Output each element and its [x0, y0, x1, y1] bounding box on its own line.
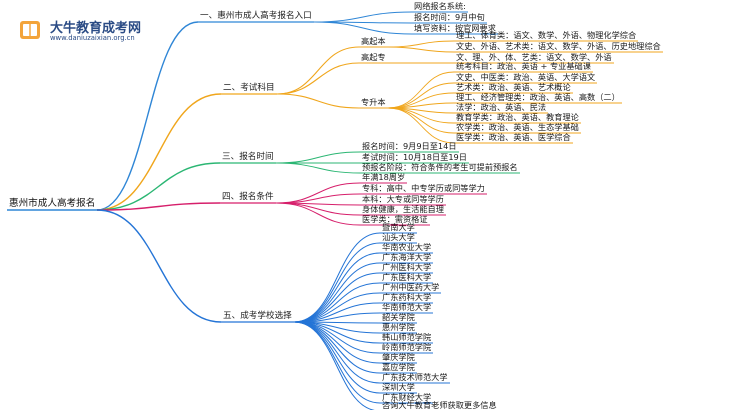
- subject-item: 医学类：政治、英语、医学综合: [456, 132, 571, 142]
- connector: [293, 321, 381, 384]
- connector: [313, 21, 413, 35]
- school-item: 肇庆学院: [382, 352, 415, 362]
- connector: [293, 242, 381, 323]
- connector: [275, 182, 361, 204]
- school-item: 广东财经大学: [382, 392, 432, 402]
- connector: [276, 46, 360, 95]
- brand-name: 大牛教育成考网: [50, 21, 142, 36]
- connector: [293, 321, 377, 410]
- connector: [293, 321, 381, 374]
- school-item: 暨南大学: [382, 222, 415, 232]
- school-item: 广州中医药大学: [382, 282, 440, 292]
- subject-item: 理工、经济管理类：政治、英语、高数（二）: [456, 92, 620, 102]
- group-label: 专升本: [361, 97, 386, 107]
- school-item: 韩山师范学院: [382, 332, 432, 342]
- branch-schedule: 三、报名时间: [222, 152, 274, 162]
- subject-item: 教育学类：政治、英语、教育理论: [456, 112, 579, 122]
- connector: [387, 107, 455, 134]
- subject-item: 统考科目：政治、英语 + 专业基础课: [456, 61, 591, 71]
- connector: [293, 272, 381, 323]
- school-item: 深圳大学: [382, 382, 415, 392]
- eligibility-item: 年满18周岁: [362, 172, 406, 182]
- school-item: 广东药科大学: [382, 292, 432, 302]
- connector: [387, 107, 455, 144]
- root-node: 惠州市成人高考报名: [9, 198, 96, 209]
- subject-item: 文史、外语、艺术类：语文、数学、外语、历史地理综合: [456, 41, 661, 51]
- eligibility-item: 医学类：需资格证: [362, 214, 428, 224]
- schedule-item: 预报名阶段：符合条件的考生可提前预报名: [362, 162, 518, 172]
- school-item: 惠州学院: [382, 322, 415, 332]
- school-item: 广东医科大学: [382, 272, 432, 282]
- subject-item: 文史、中医类：政治、英语、大学语文: [456, 72, 596, 82]
- connector: [275, 193, 361, 204]
- brand-url: www.daniuzaixian.org.cn: [50, 34, 135, 42]
- branch-eligibility: 四、报名条件: [222, 192, 274, 202]
- connector: [96, 162, 221, 211]
- school-item: 嘉应学院: [382, 362, 415, 372]
- eligibility-item: 本科：大专或同等学历: [362, 194, 444, 204]
- branch-entry: 一、惠州市成人高考报名入口: [200, 11, 312, 21]
- group-label: 高起专: [361, 52, 386, 62]
- subject-item: 农学类：政治、英语、生态学基础: [456, 122, 579, 132]
- connector: [275, 202, 361, 226]
- connector: [293, 282, 381, 323]
- school-item: 岭南师范学院: [382, 342, 432, 352]
- school-item: 韶关学院: [382, 312, 415, 322]
- connector: [313, 11, 413, 23]
- connector: [293, 262, 381, 323]
- connector: [387, 40, 455, 48]
- connector: [293, 232, 381, 323]
- eligibility-item: 专科：高中、中专学历或同等学力: [362, 183, 485, 193]
- connector: [275, 151, 361, 164]
- school-item: 华南农业大学: [382, 242, 432, 252]
- school-item: 广州医科大学: [382, 262, 432, 272]
- connector: [276, 62, 360, 95]
- subject-item: 法学：政治、英语、民法: [456, 102, 547, 112]
- connector: [293, 252, 381, 323]
- branch-schools: 五、成考学校选择: [223, 311, 292, 321]
- connector: [96, 21, 199, 211]
- school-item: 华南师范大学: [382, 302, 432, 312]
- schedule-item: 报名时间：9月9日至14日: [362, 141, 457, 151]
- entry-item: 网络报名系统:: [414, 1, 466, 11]
- connector: [276, 93, 360, 109]
- school-item: 广东海洋大学: [382, 252, 432, 262]
- connector: [275, 162, 361, 174]
- book-logo-icon: [18, 18, 42, 42]
- group-label: 高起本: [361, 36, 386, 46]
- connector: [387, 46, 455, 53]
- school-item: 汕头大学: [382, 232, 415, 242]
- entry-item: 填写资料：按官网要求: [414, 23, 496, 33]
- connector: [96, 93, 222, 211]
- branch-subjects: 二、考试科目: [223, 83, 275, 93]
- connector: [387, 71, 455, 109]
- subject-item: 艺术类：政治、英语、艺术概论: [456, 82, 571, 92]
- connector: [387, 82, 455, 109]
- school-item: 咨询大牛教育老师获取更多信息: [382, 400, 497, 410]
- schedule-item: 考试时间：10月18日至19日: [362, 152, 467, 162]
- entry-item: 报名时间：9月中旬: [414, 12, 485, 22]
- connector: [293, 321, 381, 354]
- eligibility-item: 身体健康，生活能自理: [362, 204, 444, 214]
- connector: [96, 202, 221, 211]
- subject-item: 理工、体育类：语文、数学、外语、物理化学综合: [456, 30, 637, 40]
- connector: [96, 209, 222, 323]
- subject-item: 文、理、外、体、艺类：语文、数学、外语: [456, 52, 612, 62]
- school-item: 广东技术师范大学: [382, 372, 448, 382]
